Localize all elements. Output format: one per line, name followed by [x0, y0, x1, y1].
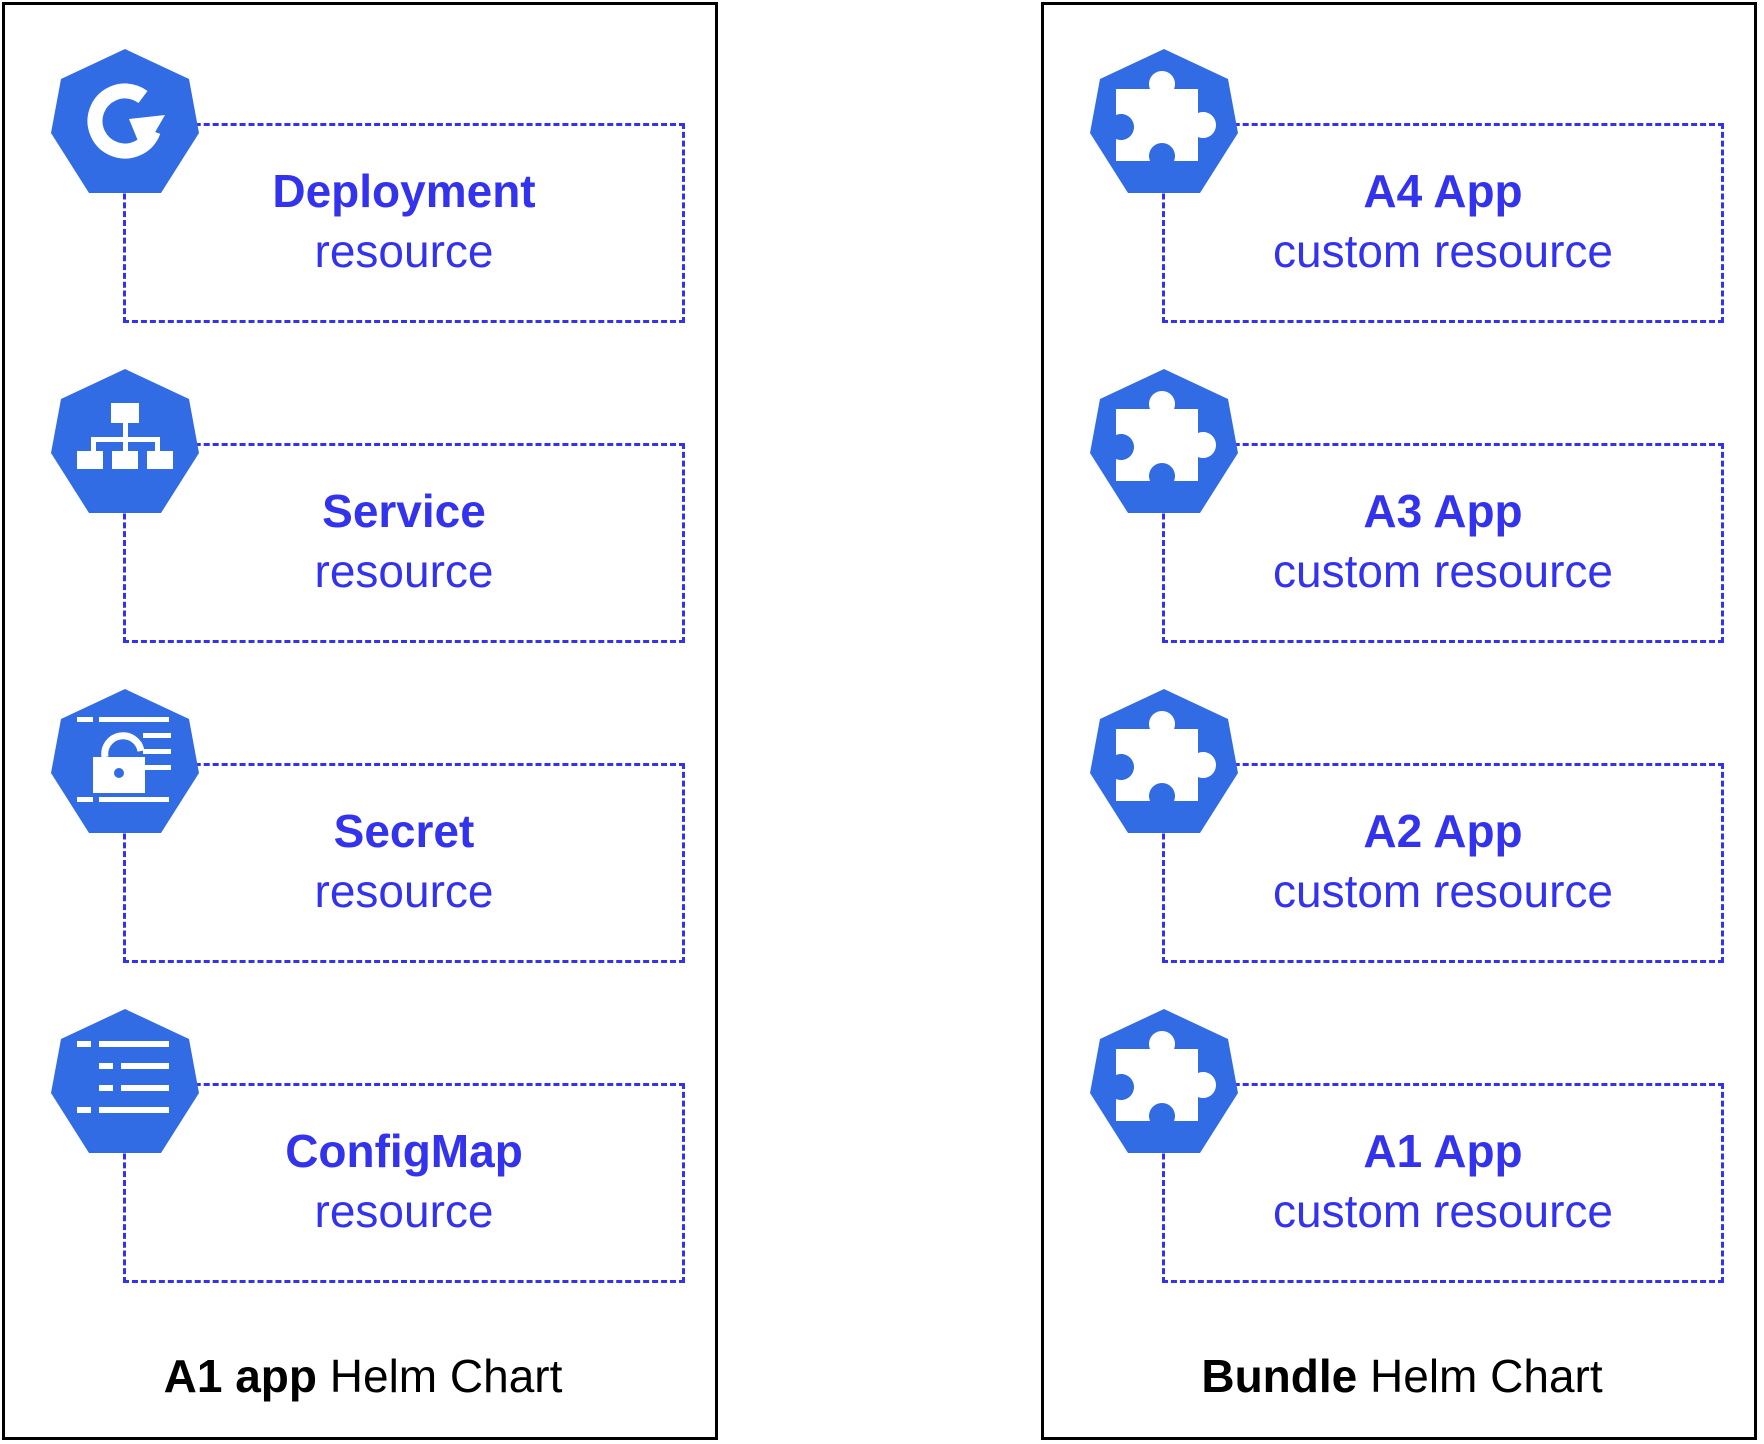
a4-app-custom-resource: A4 App custom resource [1044, 49, 1760, 423]
deployment-resource: Deployment resource [5, 49, 721, 423]
panel-title-rest: Helm Chart [1357, 1350, 1603, 1402]
resource-box [123, 763, 685, 963]
resource-box [1162, 763, 1724, 963]
resource-box [123, 123, 685, 323]
configmap-resource: ConfigMap resource [5, 1009, 721, 1383]
panel-title-bold: A1 app [163, 1350, 317, 1402]
resource-box [123, 443, 685, 643]
panel-title-rest: Helm Chart [316, 1350, 563, 1402]
resource-box [1162, 1083, 1724, 1283]
puzzle-icon [1090, 369, 1238, 513]
resource-name: A2 App [1363, 805, 1523, 857]
resource-name: Service [322, 485, 486, 537]
deployment-icon [51, 49, 199, 193]
resource-name: A3 App [1363, 485, 1523, 537]
puzzle-icon [1090, 689, 1238, 833]
resource-kind: custom resource [1272, 1185, 1613, 1237]
service-resource: Service resource [5, 369, 721, 743]
resource-box [1162, 123, 1724, 323]
resource-kind: resource [314, 865, 494, 917]
secret-resource: Secret resource [5, 689, 721, 1063]
a2-app-custom-resource: A2 App custom resource [1044, 689, 1760, 1063]
panel-title-bold: Bundle [1201, 1350, 1358, 1402]
resource-kind: resource [314, 545, 494, 597]
resource-kind: resource [314, 225, 494, 277]
panel-title: A1 app Helm Chart [5, 1349, 721, 1403]
puzzle-icon [1090, 49, 1238, 193]
resource-kind: custom resource [1272, 545, 1613, 597]
resource-name: ConfigMap [285, 1125, 523, 1177]
resource-kind: custom resource [1272, 865, 1613, 917]
resource-name: Deployment [272, 165, 536, 217]
panel-title: Bundle Helm Chart [1044, 1349, 1760, 1403]
resource-name: A4 App [1363, 165, 1523, 217]
resource-kind: resource [314, 1185, 494, 1237]
bundle-helm-chart-panel: A4 App custom resource A3 App custom res… [1041, 2, 1757, 1440]
resource-box [1162, 443, 1724, 643]
configmap-icon [51, 1009, 199, 1153]
resource-box [123, 1083, 685, 1283]
service-icon [51, 369, 199, 513]
secret-icon [51, 689, 199, 833]
a1-app-helm-chart-panel: Deployment resource Service resource [2, 2, 718, 1440]
resource-name: Secret [333, 805, 475, 857]
a3-app-custom-resource: A3 App custom resource [1044, 369, 1760, 743]
resource-kind: custom resource [1272, 225, 1613, 277]
a1-app-custom-resource: A1 App custom resource [1044, 1009, 1760, 1383]
puzzle-icon [1090, 1009, 1238, 1153]
resource-name: A1 App [1363, 1125, 1523, 1177]
